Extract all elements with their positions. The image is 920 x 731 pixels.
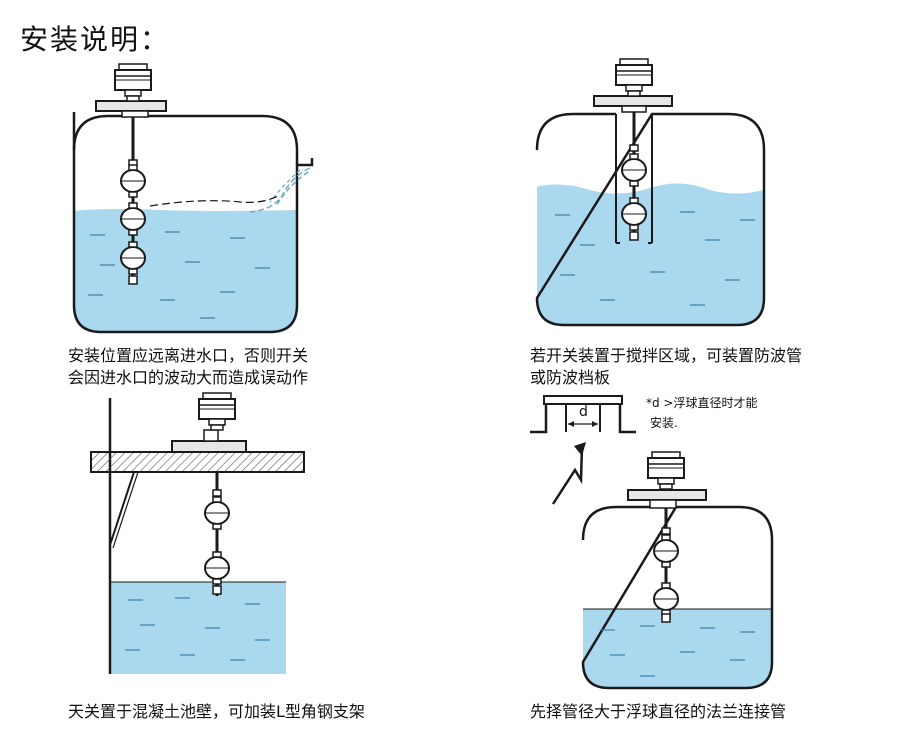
caption-stilling: 若开关装置于搅拌区域，可装置防波管 或防波档板 bbox=[530, 345, 802, 389]
diagram-flange-nozzle bbox=[530, 395, 774, 690]
caption-inlet: 安装位置应远离进水口，否则开关 会因进水口的波动大而造成误动作 bbox=[68, 345, 308, 389]
caption-line: 先择管径大于浮球直径的法兰连接管 bbox=[530, 702, 787, 721]
diagram-inlet-tank bbox=[72, 63, 314, 334]
d-label: d bbox=[579, 404, 588, 420]
diagram-stilling-tube-tank bbox=[535, 58, 766, 327]
caption-line: 若开关装置于搅拌区域，可装置防波管 bbox=[530, 346, 803, 365]
page-title: 安装说明： bbox=[20, 23, 171, 56]
note-line: *d >浮球直径时才能 bbox=[646, 396, 758, 410]
nozzle-note: *d >浮球直径时才能 安装. bbox=[646, 393, 758, 433]
diagram-wall-mounted bbox=[90, 392, 305, 674]
caption-wall: 天关置于混凝土池壁，可加装L型角钢支架 bbox=[68, 701, 365, 723]
caption-line: 或防波档板 bbox=[530, 368, 611, 387]
caption-line: 天关置于混凝土池壁，可加装L型角钢支架 bbox=[68, 702, 365, 721]
caption-line: 会因进水口的波动大而造成误动作 bbox=[68, 368, 309, 387]
note-line: 安装. bbox=[650, 416, 678, 430]
caption-nozzle: 先择管径大于浮球直径的法兰连接管 bbox=[530, 701, 786, 723]
caption-line: 安装位置应远离进水口，否则开关 bbox=[68, 346, 309, 365]
